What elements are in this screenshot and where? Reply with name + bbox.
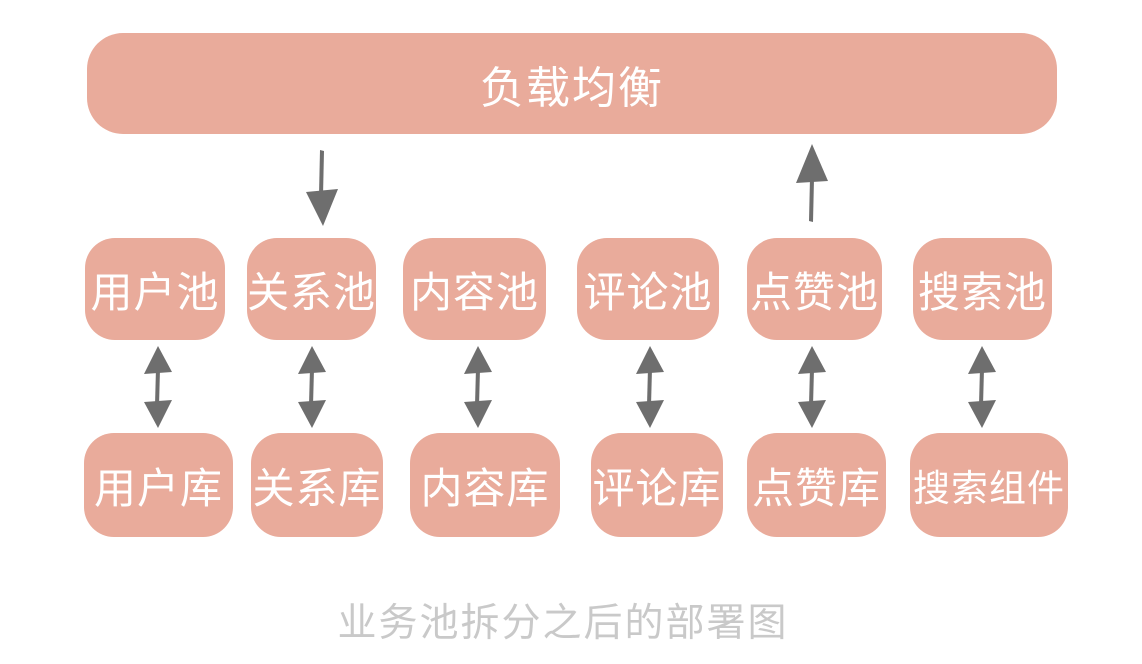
- node-comment-pool-label: 评论池: [583, 267, 713, 317]
- node-content-db: 内容库: [410, 433, 560, 537]
- relation-pool-store-bidirectional-arrow-icon: [298, 346, 326, 428]
- node-like-pool: 点赞池: [747, 238, 882, 340]
- node-relation-pool-label: 关系池: [247, 267, 377, 317]
- node-user-db: 用户库: [84, 433, 233, 537]
- node-relation-db: 关系库: [251, 433, 383, 537]
- node-user-pool-label: 用户池: [90, 267, 220, 317]
- node-relation-db-label: 关系库: [252, 463, 382, 513]
- node-search-component: 搜索组件: [910, 433, 1068, 537]
- user-pool-store-bidirectional-arrow-icon: [144, 346, 172, 428]
- node-user-pool: 用户池: [85, 238, 225, 340]
- node-comment-db: 评论库: [591, 433, 723, 537]
- node-comment-db-label: 评论库: [592, 463, 722, 513]
- node-content-pool-label: 内容池: [409, 267, 539, 317]
- node-relation-pool: 关系池: [247, 238, 376, 340]
- node-content-pool: 内容池: [403, 238, 546, 340]
- node-search-pool: 搜索池: [913, 238, 1052, 340]
- node-comment-pool: 评论池: [577, 238, 719, 340]
- load-balancer-label: 负载均衡: [480, 62, 664, 114]
- node-like-pool-label: 点赞池: [749, 267, 879, 317]
- search-pool-component-bidirectional-arrow-icon: [968, 346, 996, 428]
- node-like-db-label: 点赞库: [751, 463, 881, 513]
- diagram-caption: 业务池拆分之后的部署图: [337, 601, 789, 646]
- content-pool-store-bidirectional-arrow-icon: [464, 346, 492, 428]
- node-search-component-label: 搜索组件: [913, 467, 1065, 510]
- lb-to-pools-down-arrow-icon: [306, 150, 338, 226]
- node-search-pool-label: 搜索池: [917, 267, 1047, 317]
- node-content-db-label: 内容库: [420, 463, 550, 513]
- pools-to-lb-up-arrow-icon: [796, 144, 828, 222]
- like-pool-store-bidirectional-arrow-icon: [798, 346, 826, 428]
- comment-pool-store-bidirectional-arrow-icon: [636, 346, 664, 428]
- node-like-db: 点赞库: [747, 433, 886, 537]
- load-balancer-node: 负载均衡: [87, 33, 1057, 134]
- node-user-db-label: 用户库: [93, 463, 223, 513]
